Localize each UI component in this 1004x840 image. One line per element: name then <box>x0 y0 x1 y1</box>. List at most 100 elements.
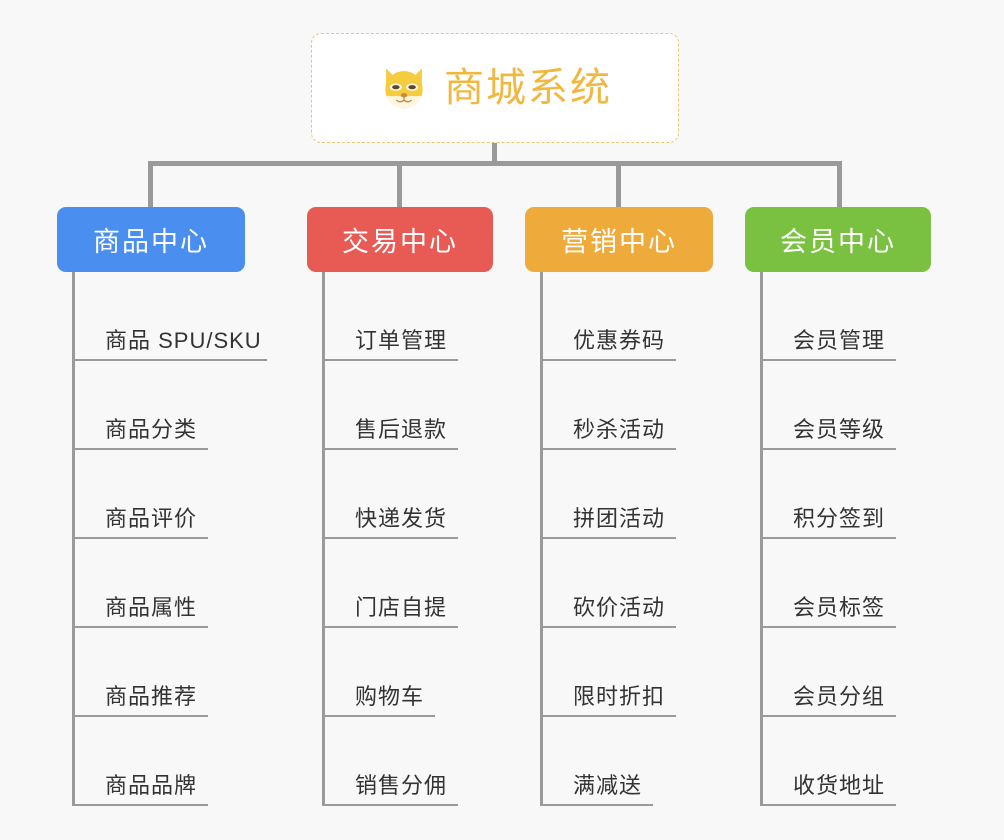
leaf-item-rule <box>760 715 896 717</box>
leaf-item-label: 拼团活动 <box>573 506 666 531</box>
leaf-item-rule <box>72 626 208 628</box>
leaf-item-label: 购物车 <box>355 684 425 709</box>
category-header[interactable]: 商品中心 <box>57 207 245 272</box>
leaf-item[interactable]: 商品推荐 <box>57 628 245 717</box>
leaf-item-label: 门店自提 <box>355 595 448 620</box>
category-column: 商品中心商品 SPU/SKU 商品分类商品评价商品属性商品推荐商品品牌 <box>57 207 267 806</box>
leaf-item-rule <box>72 804 208 806</box>
leaf-item-label: 秒杀活动 <box>573 417 666 442</box>
leaf-item-rule <box>540 537 676 539</box>
category-header[interactable]: 交易中心 <box>307 207 493 272</box>
leaf-item[interactable]: 满减送 <box>525 717 713 806</box>
leaf-item-label: 订单管理 <box>355 328 448 353</box>
leaf-item-label: 快递发货 <box>355 506 448 531</box>
leaf-item-rule <box>540 359 676 361</box>
leaf-item[interactable]: 快递发货 <box>307 450 493 539</box>
leaf-item-rule <box>760 359 896 361</box>
category-column: 交易中心订单管理售后退款快递发货门店自提购物车销售分佣 <box>307 207 493 806</box>
leaf-item-label: 售后退款 <box>355 417 448 442</box>
connector-drop-4 <box>837 161 842 207</box>
leaf-item-label: 砍价活动 <box>573 595 666 620</box>
category-column: 营销中心优惠券码秒杀活动拼团活动砍价活动限时折扣满减送 <box>525 207 713 806</box>
leaf-item[interactable]: 砍价活动 <box>525 539 713 628</box>
category-header-label: 会员中心 <box>780 227 896 257</box>
leaf-item[interactable]: 销售分佣 <box>307 717 493 806</box>
connector-drop-2 <box>397 161 402 207</box>
leaf-item-rule <box>72 359 267 361</box>
category-items: 订单管理售后退款快递发货门店自提购物车销售分佣 <box>307 272 493 806</box>
root-node[interactable]: 商城系统 <box>311 33 679 143</box>
leaf-item-label: 商品评价 <box>105 506 198 531</box>
leaf-item[interactable]: 积分签到 <box>745 450 931 539</box>
branch-spine <box>322 272 325 806</box>
leaf-item-rule <box>540 804 653 806</box>
connector-stem <box>492 143 497 165</box>
leaf-item[interactable]: 订单管理 <box>307 272 493 361</box>
leaf-item-label: 优惠券码 <box>573 328 666 353</box>
leaf-item[interactable]: 商品品牌 <box>57 717 245 806</box>
leaf-item-label: 销售分佣 <box>355 773 448 798</box>
branch-spine <box>760 272 763 806</box>
category-items: 优惠券码秒杀活动拼团活动砍价活动限时折扣满减送 <box>525 272 713 806</box>
leaf-item[interactable]: 商品 SPU/SKU <box>57 272 267 361</box>
leaf-item-rule <box>540 715 676 717</box>
leaf-item[interactable]: 会员管理 <box>745 272 931 361</box>
leaf-item-label: 会员管理 <box>793 328 886 353</box>
category-header[interactable]: 营销中心 <box>525 207 713 272</box>
leaf-item-rule <box>322 448 458 450</box>
leaf-item[interactable]: 秒杀活动 <box>525 361 713 450</box>
category-items: 会员管理会员等级积分签到会员标签会员分组收货地址 <box>745 272 931 806</box>
category-header[interactable]: 会员中心 <box>745 207 931 272</box>
shiba-dog-face-icon <box>385 68 423 109</box>
leaf-item-rule <box>760 626 896 628</box>
leaf-item-label: 商品品牌 <box>105 773 198 798</box>
leaf-item[interactable]: 会员标签 <box>745 539 931 628</box>
leaf-item[interactable]: 商品属性 <box>57 539 245 628</box>
leaf-item[interactable]: 收货地址 <box>745 717 931 806</box>
connector-drop-1 <box>148 161 153 207</box>
leaf-item-rule <box>540 626 676 628</box>
leaf-item-label: 商品分类 <box>105 417 198 442</box>
leaf-item-label: 满减送 <box>573 773 643 798</box>
leaf-item-rule <box>322 715 435 717</box>
leaf-item-rule <box>322 537 458 539</box>
leaf-item[interactable]: 门店自提 <box>307 539 493 628</box>
leaf-item[interactable]: 优惠券码 <box>525 272 713 361</box>
category-header-label: 商品中心 <box>93 227 209 257</box>
leaf-item-rule <box>760 537 896 539</box>
leaf-item-rule <box>72 448 208 450</box>
category-items: 商品 SPU/SKU 商品分类商品评价商品属性商品推荐商品品牌 <box>57 272 267 806</box>
leaf-item-rule <box>322 804 458 806</box>
leaf-item[interactable]: 商品分类 <box>57 361 245 450</box>
leaf-item[interactable]: 限时折扣 <box>525 628 713 717</box>
leaf-item[interactable]: 商品评价 <box>57 450 245 539</box>
leaf-item-label: 限时折扣 <box>573 684 666 709</box>
leaf-item-rule <box>322 359 458 361</box>
leaf-item[interactable]: 会员分组 <box>745 628 931 717</box>
branch-spine <box>540 272 543 806</box>
leaf-item-label: 商品 SPU/SKU <box>105 328 262 353</box>
leaf-item[interactable]: 售后退款 <box>307 361 493 450</box>
leaf-item[interactable]: 拼团活动 <box>525 450 713 539</box>
leaf-item-label: 收货地址 <box>793 773 886 798</box>
category-header-label: 交易中心 <box>342 227 458 257</box>
leaf-item-label: 商品属性 <box>105 595 198 620</box>
leaf-item-label: 商品推荐 <box>105 684 198 709</box>
connector-bus <box>148 161 842 166</box>
leaf-item-rule <box>540 448 676 450</box>
leaf-item-label: 会员分组 <box>793 684 886 709</box>
root-title: 商城系统 <box>444 66 612 110</box>
leaf-item-rule <box>72 715 208 717</box>
leaf-item-label: 会员标签 <box>793 595 886 620</box>
branch-spine <box>72 272 75 806</box>
leaf-item[interactable]: 购物车 <box>307 628 493 717</box>
category-column: 会员中心会员管理会员等级积分签到会员标签会员分组收货地址 <box>745 207 931 806</box>
category-header-label: 营销中心 <box>561 227 677 257</box>
leaf-item-rule <box>760 448 896 450</box>
connector-drop-3 <box>616 161 621 207</box>
leaf-item-rule <box>760 804 896 806</box>
leaf-item-rule <box>322 626 458 628</box>
leaf-item-label: 积分签到 <box>793 506 886 531</box>
leaf-item[interactable]: 会员等级 <box>745 361 931 450</box>
